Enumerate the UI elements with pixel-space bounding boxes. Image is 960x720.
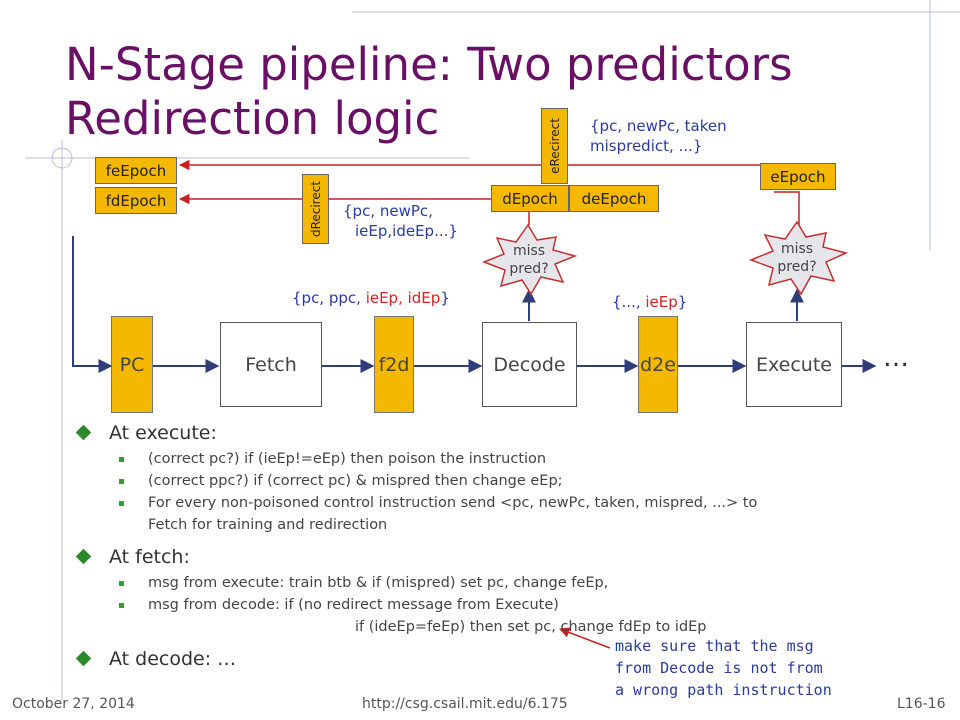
decode-burst-line-2: pred? xyxy=(509,261,549,277)
diamond-bullet-icon xyxy=(75,650,92,667)
fetch-item-2: msg from decode: if (no redirect message… xyxy=(75,594,955,616)
execute-heading: At execute: xyxy=(75,418,955,448)
page-title: N-Stage pipeline: Two predictors Redirec… xyxy=(65,38,793,146)
diamond-bullet-icon xyxy=(75,548,92,565)
f2d-register: f2d xyxy=(374,316,414,413)
execute-item-1: (correct pc?) if (ieEp!=eEp) then poison… xyxy=(75,448,955,470)
fetch-item-2-text: msg from decode: if (no redirect message… xyxy=(148,597,559,613)
decode-heading-text: At decode: … xyxy=(109,648,237,670)
d2e-fields-open: {..., xyxy=(612,293,646,311)
square-bullet-icon xyxy=(119,479,124,484)
decode-heading: At decode: … xyxy=(75,644,955,674)
execute-burst-label: miss pred? xyxy=(766,240,828,276)
decode-stage: Decode xyxy=(482,322,577,407)
footer-date: October 27, 2014 xyxy=(12,696,135,712)
fetch-heading: At fetch: xyxy=(75,542,955,572)
title-line-1: N-Stage pipeline: Two predictors xyxy=(65,38,793,91)
execute-redirect-line xyxy=(774,191,800,225)
e-redirect-label: eRecirect xyxy=(547,118,562,174)
execute-stage: Execute xyxy=(746,322,842,407)
e-redirect-register: eRecirect xyxy=(541,108,568,184)
explanation-bullets: At execute: (correct pc?) if (ieEp!=eEp)… xyxy=(75,418,955,674)
execute-item-3-continued: Fetch for training and redirection xyxy=(75,514,955,536)
execute-item-3: For every non-poisoned control instructi… xyxy=(75,492,955,514)
fetch-item-2-continued: if (ideEp=feEp) then set pc, change fdEp… xyxy=(75,616,955,638)
f2d-fields-epochs: ieEp, idEp xyxy=(365,289,441,307)
footer-url[interactable]: http://csg.csail.mit.edu/6.175 xyxy=(362,696,568,712)
diamond-bullet-icon xyxy=(75,424,92,441)
square-bullet-icon xyxy=(119,603,124,608)
f2d-fields-open: {pc, ppc, xyxy=(292,289,366,307)
decode-message-line-2: ieEp,ideEp...} xyxy=(355,222,458,240)
square-bullet-icon xyxy=(119,581,124,586)
footer-slide-number: L16-16 xyxy=(897,696,946,712)
d-redirect-label: dRecirect xyxy=(308,180,323,238)
execute-item-1-text: (correct pc?) if (ieEp!=eEp) then poison… xyxy=(148,451,547,467)
execute-item-3-text: For every non-poisoned control instructi… xyxy=(148,495,758,511)
fetch-item-1-text: msg from execute: train btb & if (mispre… xyxy=(148,575,609,591)
execute-message-label: {pc, newPc, taken mispredict, ...} xyxy=(590,116,727,156)
d2e-fields-epoch: ieEp xyxy=(645,293,678,311)
annotation-line-3: a wrong path instruction xyxy=(615,681,832,699)
wrong-path-annotation: make sure that the msg from Decode is no… xyxy=(615,635,832,701)
execute-item-3-continued-text: Fetch for training and redirection xyxy=(148,517,388,533)
decode-miss-pred-burst xyxy=(481,223,578,296)
square-bullet-icon xyxy=(119,501,124,506)
decode-message-line-1: {pc, newPc, xyxy=(343,202,433,220)
d-redirect-register: dRecirect xyxy=(302,174,329,244)
annotation-arrow xyxy=(559,627,611,649)
decode-burst-label: miss pred? xyxy=(498,242,560,278)
decode-burst-line-1: miss xyxy=(512,243,546,259)
fetch-stage: Fetch xyxy=(220,322,322,407)
fetch-item-2-continued-text: if (ideEp=feEp) then set pc, change fdEp… xyxy=(355,619,707,635)
execute-item-2-text: (correct ppc?) if (correct pc) & mispred… xyxy=(148,473,563,489)
feepoch-register: feEpoch xyxy=(95,157,177,184)
execute-burst-line-1: miss xyxy=(780,241,814,257)
arrow-feedback-pc xyxy=(72,236,113,373)
execute-item-2: (correct ppc?) if (correct pc) & mispred… xyxy=(75,470,955,492)
more-stages-ellipsis: … xyxy=(883,343,909,373)
title-line-2: Redirection logic xyxy=(65,92,440,145)
f2d-fields-close: } xyxy=(440,289,450,307)
execute-message-line-2: mispredict, ...} xyxy=(590,137,703,155)
deepoch-register: deEpoch xyxy=(569,185,659,212)
decode-message-label: {pc, newPc, ieEp,ideEp...} xyxy=(343,201,458,241)
d2e-register: d2e xyxy=(638,316,678,413)
execute-heading-text: At execute: xyxy=(109,422,217,444)
fetch-heading-text: At fetch: xyxy=(109,546,190,568)
execute-miss-pred-burst xyxy=(748,220,849,296)
fetch-item-1: msg from execute: train btb & if (mispre… xyxy=(75,572,955,594)
eepoch-register: eEpoch xyxy=(760,163,836,190)
fdepoch-register: fdEpoch xyxy=(95,187,177,214)
pc-register: PC xyxy=(111,316,153,413)
depoch-register: dEpoch xyxy=(491,185,569,212)
f2d-fields-label: {pc, ppc, ieEp, idEp} xyxy=(292,288,450,308)
d2e-fields-close: } xyxy=(677,293,688,311)
annotation-line-1: make sure that the msg xyxy=(615,637,814,655)
execute-message-line-1: {pc, newPc, taken xyxy=(590,117,727,135)
annotation-line-2: from Decode is not from xyxy=(615,659,823,677)
execute-burst-line-2: pred? xyxy=(777,259,817,275)
square-bullet-icon xyxy=(119,457,124,462)
d2e-fields-label: {..., ieEp} xyxy=(612,292,687,312)
